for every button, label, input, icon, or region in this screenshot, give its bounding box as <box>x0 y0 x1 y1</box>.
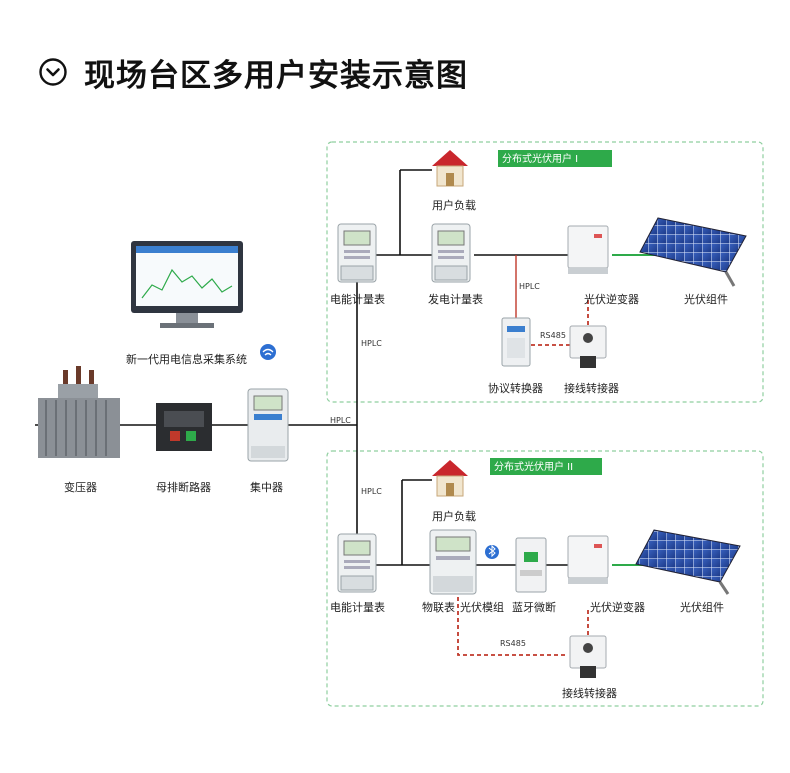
rs485-wires <box>457 300 589 656</box>
concentrator-icon <box>247 388 289 462</box>
meter-icon <box>337 533 377 593</box>
group-label-user2: 分布式光伏用户 II <box>494 460 573 473</box>
connector-icon <box>569 325 607 369</box>
inverter-icon <box>567 225 609 275</box>
label-load1: 用户负载 <box>432 198 476 212</box>
group-tag-user2 <box>490 458 602 475</box>
label-system: 新一代用电信息采集系统 <box>126 352 247 366</box>
label-inverter1: 光伏逆变器 <box>584 292 639 306</box>
label-meter1: 电能计量表 <box>330 292 385 306</box>
label-transformer: 变压器 <box>64 480 97 494</box>
wifi-icon <box>260 344 276 360</box>
house-icon <box>431 149 469 187</box>
label-meter2: 电能计量表 <box>330 600 385 614</box>
label-load2: 用户负载 <box>432 509 476 523</box>
label-protocol-conv: 协议转换器 <box>488 381 543 395</box>
label-hplc-main: HPLC <box>330 416 351 425</box>
solar-panel-icon <box>639 217 747 287</box>
iot-meter-icon <box>429 529 477 595</box>
group-box-user2 <box>326 450 764 707</box>
monitor-icon <box>131 241 243 328</box>
transformer-icon <box>38 366 120 458</box>
label-hplc-down: HPLC <box>361 487 382 496</box>
label-connector2: 接线转接器 <box>562 686 617 700</box>
label-hplc-red: HPLC <box>519 282 540 291</box>
protocol-converter-icon <box>501 317 531 367</box>
label-hplc-up: HPLC <box>361 339 382 348</box>
breaker-icon <box>156 403 212 451</box>
inverter-icon <box>567 535 609 585</box>
page-title: 现场台区多用户安装示意图 <box>84 57 468 94</box>
group-box-user1 <box>326 141 764 403</box>
bluetooth-icon <box>485 544 499 559</box>
page-title-row: 现场台区多用户安装示意图 <box>38 50 468 94</box>
label-gen-meter: 发电计量表 <box>428 292 483 306</box>
label-concentrator: 集中器 <box>250 480 283 494</box>
label-inverter2: 光伏逆变器 <box>590 600 645 614</box>
label-bt-breaker: 蓝牙微断 <box>512 600 556 614</box>
bluetooth-breaker-icon <box>515 537 547 593</box>
label-rs485-2: RS485 <box>500 639 526 648</box>
label-rs485-1: RS485 <box>540 331 566 340</box>
label-panel1: 光伏组件 <box>684 292 728 306</box>
label-pv-module: 光伏模组 <box>460 600 504 614</box>
label-panel2: 光伏组件 <box>680 600 724 614</box>
label-connector1: 接线转接器 <box>564 381 619 395</box>
house-icon <box>431 459 469 497</box>
chevron-down-circle-icon <box>39 58 67 86</box>
connector-icon <box>569 635 607 679</box>
meter-icon <box>337 223 377 283</box>
gen-meter-icon <box>431 223 471 283</box>
group-label-user1: 分布式光伏用户 I <box>502 152 578 165</box>
solar-panel-icon <box>635 529 741 595</box>
group-tag-user1 <box>498 150 612 167</box>
label-breaker: 母排断路器 <box>156 480 211 494</box>
power-wires <box>35 169 570 566</box>
label-iot-meter: 物联表 <box>422 600 455 614</box>
